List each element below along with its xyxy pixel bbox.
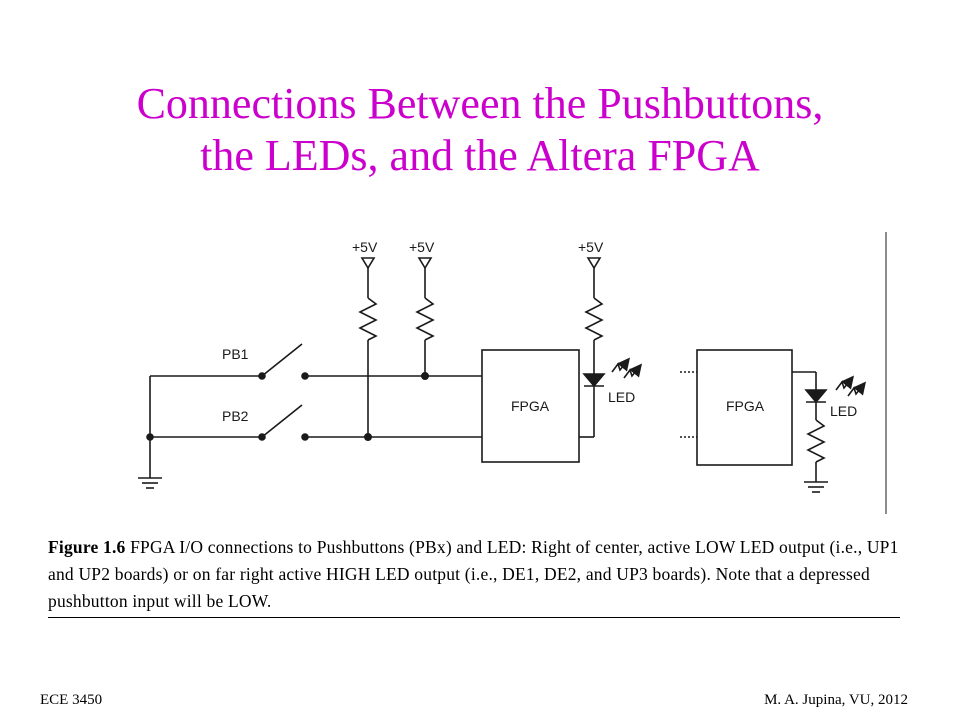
led-label-1: LED (608, 389, 635, 405)
slide-title-line-1: Connections Between the Pushbuttons, (136, 79, 824, 128)
supply-label-1: +5V (352, 239, 378, 255)
footer-author: M. A. Jupina, VU, 2012 (764, 692, 908, 708)
figure-label: Figure 1.6 (48, 537, 126, 557)
supply-label-3: +5V (578, 239, 604, 255)
slide-title: Connections Between the Pushbuttons, the… (0, 78, 960, 182)
fpga-label-2: FPGA (726, 398, 765, 414)
switch-label-pb1: PB1 (222, 346, 249, 362)
led-label-2: LED (830, 403, 857, 419)
led-active-high (792, 371, 866, 493)
ground-symbol-left (138, 376, 162, 489)
pushbutton-pb2 (146, 404, 482, 441)
supply-label-2: +5V (409, 239, 435, 255)
slide-title-line-2: the LEDs, and the Altera FPGA (200, 131, 760, 180)
pushbutton-pb1 (150, 343, 482, 380)
figure-caption: Figure 1.6 FPGA I/O connections to Pushb… (48, 534, 908, 615)
switch-label-pb2: PB2 (222, 408, 249, 424)
fpga-box-2 (696, 349, 793, 466)
fpga-label-1: FPGA (511, 398, 550, 414)
pullup-resistor-2 (415, 257, 435, 380)
figure-caption-text: FPGA I/O connections to Pushbuttons (PBx… (48, 537, 899, 611)
caption-rule (48, 617, 900, 618)
footer-course: ECE 3450 (40, 692, 103, 708)
pullup-resistor-1 (358, 257, 378, 441)
led-active-low (579, 257, 642, 438)
fpga-box-1 (481, 349, 580, 463)
